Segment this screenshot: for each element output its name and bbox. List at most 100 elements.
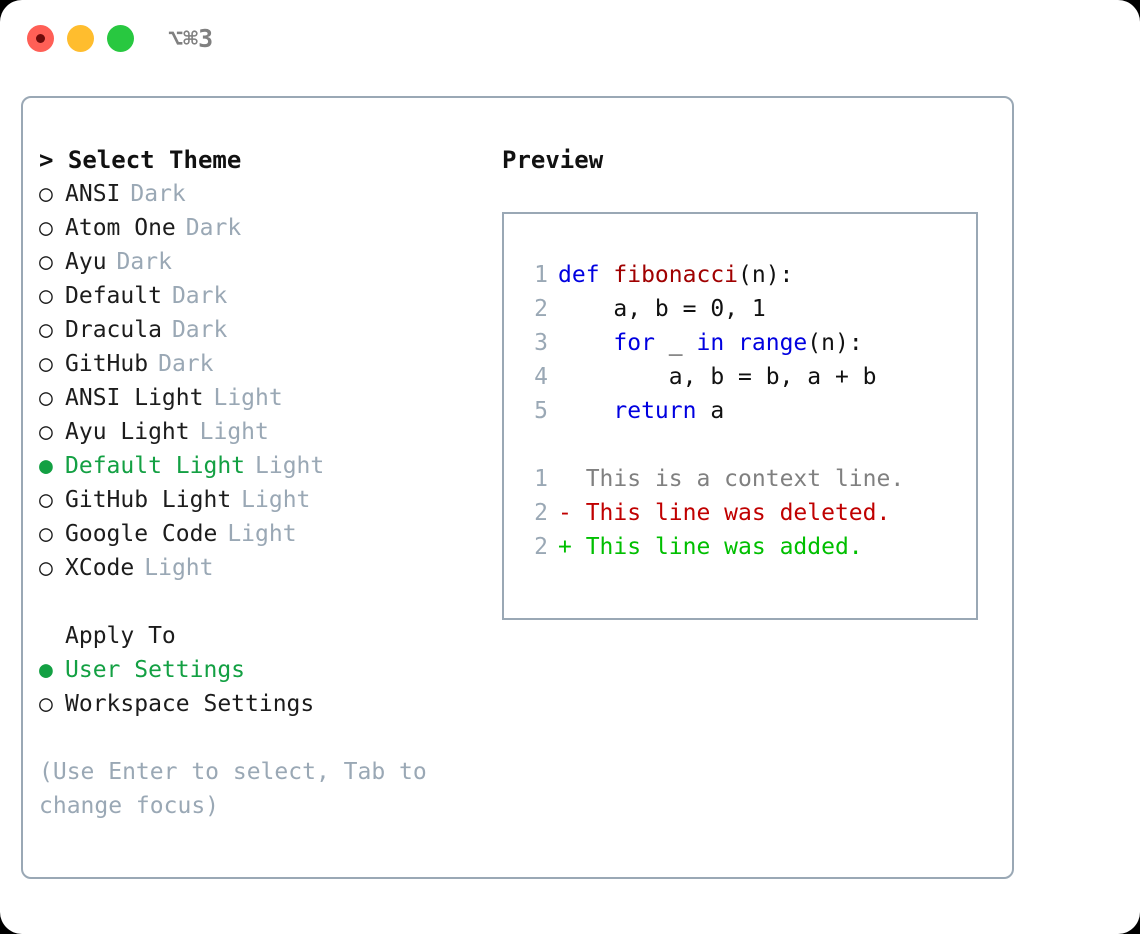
diff-text: This line was added. <box>585 534 863 560</box>
apply-to-item[interactable]: ○Workspace Settings <box>39 687 489 721</box>
radio-unselected-icon: ○ <box>39 351 53 377</box>
code-token: range <box>738 330 808 356</box>
theme-name: Ayu Light <box>65 419 190 445</box>
diff-line: 1 This is a context line. <box>522 462 904 496</box>
radio-unselected-icon: ○ <box>39 385 53 411</box>
keyboard-shortcut-label: ⌥⌘3 <box>168 24 214 53</box>
apply-to-label: User Settings <box>65 657 246 683</box>
theme-list-item[interactable]: ○ Default Dark <box>39 279 489 313</box>
theme-kind-badge: Dark <box>130 181 186 207</box>
theme-name: Default <box>65 283 162 309</box>
theme-list-item[interactable]: ○ ANSI Light Light <box>39 381 489 415</box>
theme-list-item[interactable]: ○ Ayu Dark <box>39 245 489 279</box>
code-token: a, b = b, a + b <box>558 364 877 390</box>
diff-text: This line was deleted. <box>585 500 891 526</box>
code-diff-separator <box>522 428 904 462</box>
theme-list-item[interactable]: ● Default Light Light <box>39 449 489 483</box>
radio-selected-icon: ● <box>39 657 53 683</box>
theme-kind-badge: Light <box>227 521 297 547</box>
radio-unselected-icon: ○ <box>39 249 53 275</box>
theme-name: Default Light <box>65 453 246 479</box>
diff-sign: - <box>558 500 586 526</box>
minimize-button[interactable] <box>67 25 94 52</box>
radio-selected-icon: ● <box>39 453 53 479</box>
theme-kind-badge: Light <box>241 487 311 513</box>
code-token: def <box>558 262 614 288</box>
theme-name: Ayu <box>65 249 107 275</box>
maximize-button[interactable] <box>107 25 134 52</box>
code-token <box>558 330 613 356</box>
code-line: 5 return a <box>522 394 904 428</box>
diff-sign: + <box>558 534 586 560</box>
radio-unselected-icon: ○ <box>39 487 53 513</box>
theme-name: Google Code <box>65 521 218 547</box>
line-number: 1 <box>534 466 548 492</box>
keyboard-hint: (Use Enter to select, Tab to change focu… <box>39 759 441 819</box>
preview-header: Preview <box>502 146 604 174</box>
radio-unselected-icon: ○ <box>39 317 53 343</box>
theme-kind-badge: Light <box>255 453 325 479</box>
theme-list-item[interactable]: ○ Dracula Dark <box>39 313 489 347</box>
theme-list-item[interactable]: ○ Ayu Light Light <box>39 415 489 449</box>
code-token: return <box>613 398 697 424</box>
code-token: a <box>696 398 725 424</box>
theme-list-item[interactable]: ○ Google Code Light <box>39 517 489 551</box>
line-number: 2 <box>534 296 548 322</box>
theme-kind-badge: Dark <box>116 249 172 275</box>
code-token: _ <box>654 330 697 356</box>
title-bar: ⌥⌘3 <box>0 0 1140 78</box>
apply-to-item[interactable]: ● User Settings <box>39 653 489 687</box>
line-number: 3 <box>534 330 548 356</box>
theme-name: Dracula <box>65 317 162 343</box>
code-token <box>724 330 738 356</box>
theme-name: Atom One <box>65 215 176 241</box>
code-line: 4 a, b = b, a + b <box>522 360 904 394</box>
code-token: fibonacci <box>613 262 739 288</box>
radio-unselected-icon: ○ <box>39 419 53 445</box>
theme-kind-badge: Dark <box>171 317 228 343</box>
code-token: (n): <box>807 330 863 356</box>
code-token: (n): <box>738 262 794 288</box>
diff-text: This is a context line. <box>585 466 905 492</box>
code-token <box>558 398 613 424</box>
theme-list-item[interactable]: ○ GitHub Light Light <box>39 483 489 517</box>
theme-name: GitHub Light <box>65 487 232 513</box>
select-theme-header: > Select Theme <box>39 146 242 174</box>
close-button[interactable] <box>27 25 54 52</box>
apply-to-label: Workspace Settings <box>65 691 315 717</box>
code-token: in <box>696 330 725 356</box>
diff-line: 2 + This line was added. <box>522 530 904 564</box>
theme-kind-badge: Light <box>213 385 283 411</box>
hint-spacer <box>39 721 489 755</box>
line-number: 2 <box>534 500 548 526</box>
radio-unselected-icon: ○ <box>39 555 53 581</box>
apply-to-header: Apply To <box>65 623 176 649</box>
radio-unselected-icon: ○ <box>39 283 53 309</box>
code-line: 1 def fibonacci(n): <box>522 258 904 292</box>
theme-list-item[interactable]: ○ GitHub Dark <box>39 347 489 381</box>
line-number: 2 <box>534 534 548 560</box>
theme-kind-badge: Light <box>199 419 269 445</box>
line-number: 1 <box>534 262 548 288</box>
radio-unselected-icon: ○ <box>39 215 53 241</box>
code-token: for <box>613 330 655 356</box>
theme-name: GitHub <box>65 351 149 377</box>
code-token: a, b = 0, 1 <box>558 296 766 322</box>
theme-name: ANSI Light <box>65 385 204 411</box>
theme-kind-badge: Dark <box>158 351 214 377</box>
line-number: 5 <box>534 398 548 424</box>
diff-sign <box>558 466 586 492</box>
theme-kind-badge: Dark <box>171 283 228 309</box>
list-spacer <box>39 585 489 619</box>
diff-line: 2- This line was deleted. <box>522 496 904 530</box>
radio-unselected-icon: ○ <box>39 521 53 547</box>
